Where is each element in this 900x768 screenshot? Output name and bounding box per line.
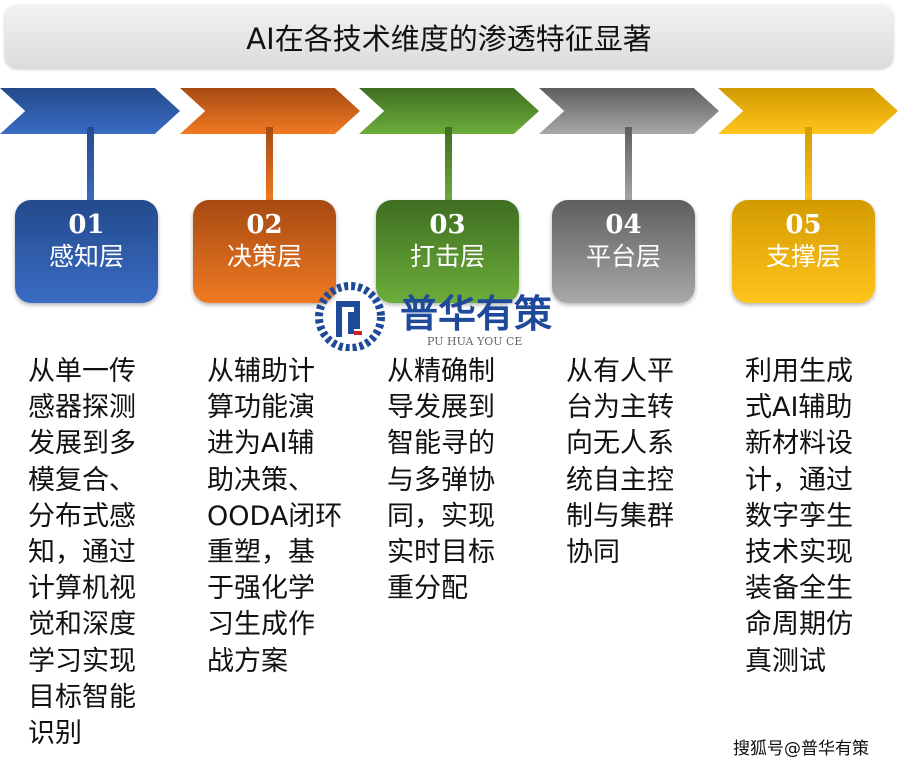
description-line: 战方案 (207, 645, 288, 677)
layer-label: 平台层 (585, 242, 661, 271)
description-line: 实时目标 (387, 537, 495, 569)
description-line: 重塑，基 (207, 537, 315, 569)
description-line: OODA闭环 (207, 500, 343, 532)
description-line: 发展到多 (28, 428, 136, 460)
description-line: 计算机视 (28, 573, 136, 605)
layer-label: 决策层 (226, 242, 302, 271)
layer-description: 从辅助计算功能演进为AI辅助决策、 OODA闭环重塑，基于强化学习生成作战方案 (207, 354, 342, 680)
svg-text:PU HUA YOU CE: PU HUA YOU CE (427, 335, 522, 348)
layer-label: 感知层 (48, 242, 124, 271)
description-line: 分布式感 (28, 500, 136, 532)
layer-number: 04 (605, 210, 642, 240)
layer-label: 打击层 (409, 242, 485, 271)
description-line: 利用生成 (745, 356, 853, 387)
description-line: 从有人平 (566, 356, 674, 387)
description-line: 真测试 (745, 645, 826, 677)
description-line: 向无人系 (566, 428, 674, 460)
chevron-arrow (180, 88, 360, 134)
description-line: 技术实现 (745, 537, 853, 569)
description-line: 进为AI辅 (207, 428, 315, 460)
diagram-title: AI在各技术维度的渗透特征显著 (5, 5, 893, 68)
watermark-logo: 普华有策 PU HUA YOU CE (315, 282, 552, 351)
layer-number: 05 (785, 210, 822, 240)
description-line: 协同 (566, 537, 620, 569)
description-line: 从精确制 (387, 356, 495, 387)
description-line: 从单一传 (28, 356, 136, 387)
description-line: 制与集群 (566, 500, 674, 532)
layer-box: 03 打击层 (376, 200, 519, 303)
layer-description: 从精确制导发展到智能寻的与多弹协同，实现实时目标重分配 (387, 354, 495, 607)
description-line: 模复合、 (28, 464, 136, 496)
description-line: 知，通过 (28, 537, 136, 569)
description-line: 台为主转 (566, 392, 674, 424)
layer-number: 02 (246, 210, 283, 240)
chevron-arrow (0, 88, 180, 134)
description-line: 与多弹协 (387, 464, 495, 496)
svg-text:普华有策: 普华有策 (400, 292, 552, 336)
description-line: 感器探测 (28, 392, 136, 424)
layer-box: 01 感知层 (15, 200, 158, 303)
layer-box: 05 支撑层 (732, 200, 875, 303)
layer-box: 04 平台层 (552, 200, 695, 303)
description-line: 习生成作 (207, 609, 315, 641)
layer-box: 02 决策层 (193, 200, 336, 303)
layer-number: 03 (429, 210, 466, 240)
layer-label: 支撑层 (765, 242, 841, 271)
description-line: 智能寻的 (387, 428, 495, 460)
description-line: 导发展到 (387, 392, 495, 424)
connector-line (87, 127, 94, 203)
connector-line (805, 127, 812, 203)
description-line: 式AI辅助 (745, 392, 853, 424)
layer-description: 从有人平台为主转向无人系统自主控制与集群协同 (566, 354, 674, 571)
description-line: 计，通过 (745, 464, 853, 496)
description-line: 同，实现 (387, 500, 495, 532)
description-line: 新材料设 (745, 428, 853, 460)
description-line: 统自主控 (566, 464, 674, 496)
layer-number: 01 (68, 210, 105, 240)
chevron-arrow (718, 88, 898, 134)
chevron-arrow (539, 88, 719, 134)
chevron-arrow (359, 88, 539, 134)
description-line: 从辅助计 (207, 356, 315, 387)
description-line: 识别 (28, 718, 82, 750)
description-line: 数字孪生 (745, 500, 853, 532)
source-footer: 搜狐号@普华有策 (733, 739, 869, 759)
description-line: 装备全生 (745, 573, 853, 605)
connector-line (445, 127, 452, 203)
description-line: 觉和深度 (28, 609, 136, 641)
description-line: 于强化学 (207, 573, 315, 605)
connector-line (625, 127, 632, 203)
description-line: 重分配 (387, 573, 468, 605)
description-line: 学习实现 (28, 645, 136, 677)
layer-description: 利用生成式AI辅助新材料设计，通过数字孪生技术实现装备全生命周期仿真测试 (745, 354, 853, 680)
description-line: 命周期仿 (745, 609, 853, 641)
description-line: 目标智能 (28, 681, 136, 713)
description-line: 助决策、 (207, 464, 315, 496)
connector-line (266, 127, 273, 203)
description-line: 算功能演 (207, 392, 315, 424)
layer-description: 从单一传感器探测发展到多模复合、分布式感知，通过计算机视觉和深度学习实现目标智能… (28, 354, 136, 752)
